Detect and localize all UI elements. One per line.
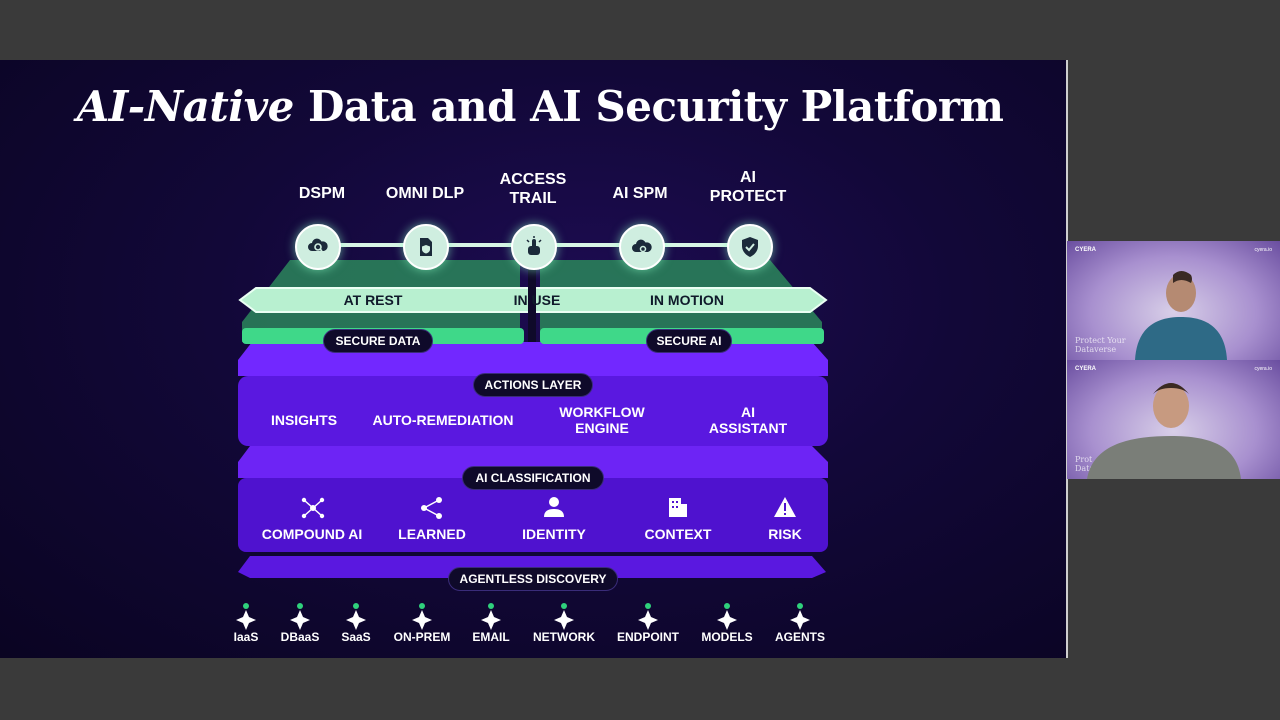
video-corner-text: cyera.io (1254, 366, 1272, 372)
source-network: NETWORK (533, 630, 595, 644)
class-compound-ai: COMPOUND AI (261, 526, 363, 542)
source-saas: SaaS (341, 630, 371, 644)
source-marker (346, 603, 366, 630)
source-marker (290, 603, 310, 630)
product-label-ai-spm: AI SPM (612, 185, 668, 202)
video-brand: CYERA (1075, 366, 1097, 372)
classification-layer-body (238, 478, 828, 552)
state-at-rest: AT REST (343, 292, 403, 308)
product-label-omni-dlp: OMNI DLP (385, 185, 465, 202)
class-context: CONTEXT (644, 526, 712, 542)
actions-layer-body (238, 376, 828, 446)
actions-layer-badge: ACTIONS LAYER (473, 373, 593, 397)
document-shield-icon[interactable] (403, 224, 449, 270)
class-identity: IDENTITY (522, 526, 586, 542)
participant-video-2[interactable]: CYERA cyera.io Prot Data (1067, 360, 1280, 479)
source-email: EMAIL (472, 630, 510, 644)
person-icon (544, 497, 564, 517)
source-models: MODELS (701, 630, 753, 644)
agentless-discovery-badge: AGENTLESS DISCOVERY (448, 567, 618, 591)
presentation-slide: AI-Native Data and AI Security Platform … (0, 60, 1068, 658)
video-watermark: Protect Your Dataverse (1075, 336, 1126, 354)
source-markers (236, 603, 810, 630)
source-marker (236, 603, 256, 630)
source-agents: AGENTS (774, 630, 825, 644)
state-in-use: IN USE (513, 292, 561, 308)
source-marker (481, 603, 501, 630)
building-icon (669, 498, 687, 517)
product-label-dspm: DSPM (298, 185, 346, 202)
source-iaas: IaaS (233, 630, 259, 644)
video-watermark: Prot Data (1075, 455, 1095, 473)
class-learned: LEARNED (398, 526, 466, 542)
video-corner-text: cyera.io (1254, 247, 1272, 253)
source-marker (554, 603, 574, 630)
title-rest: Data and AI Security Platform (293, 82, 1004, 131)
share-nodes-icon (421, 497, 442, 519)
cloud-gear-icon[interactable] (619, 224, 665, 270)
person-silhouette (1135, 271, 1227, 360)
title-italic: AI-Native (76, 82, 295, 131)
participant-video-1[interactable]: CYERA cyera.io Protect Your Dataverse (1067, 241, 1280, 360)
cloud-search-icon[interactable] (295, 224, 341, 270)
action-ai-assistant: AI ASSISTANT (708, 404, 788, 436)
network-nodes-icon (301, 497, 325, 519)
ai-classification-badge: AI CLASSIFICATION (462, 466, 604, 490)
action-workflow-engine: WORKFLOW ENGINE (559, 404, 645, 436)
action-auto-remediation: AUTO-REMEDIATION (372, 412, 514, 428)
secure-ai-badge: SECURE AI (646, 329, 732, 353)
action-insights: INSIGHTS (270, 412, 338, 428)
source-marker (717, 603, 737, 630)
source-marker (638, 603, 658, 630)
slide-title: AI-Native Data and AI Security Platform (0, 82, 1066, 131)
product-label-ai-protect: AI PROTECT (709, 169, 787, 205)
source-on-prem: ON-PREM (393, 630, 451, 644)
hand-pointer-icon[interactable] (511, 224, 557, 270)
state-in-motion: IN MOTION (650, 292, 724, 308)
source-endpoint: ENDPOINT (616, 630, 679, 644)
class-risk: RISK (768, 526, 802, 542)
video-brand: CYERA (1075, 247, 1097, 253)
classification-layer-top (238, 446, 828, 478)
source-marker (412, 603, 432, 630)
warning-icon (774, 497, 796, 517)
source-marker (790, 603, 810, 630)
source-dbaas: DBaaS (280, 630, 320, 644)
person-silhouette (1087, 383, 1241, 479)
shield-check-icon[interactable] (727, 224, 773, 270)
secure-data-badge: SECURE DATA (323, 329, 433, 353)
product-label-access-trail: ACCESS TRAIL (499, 171, 567, 207)
